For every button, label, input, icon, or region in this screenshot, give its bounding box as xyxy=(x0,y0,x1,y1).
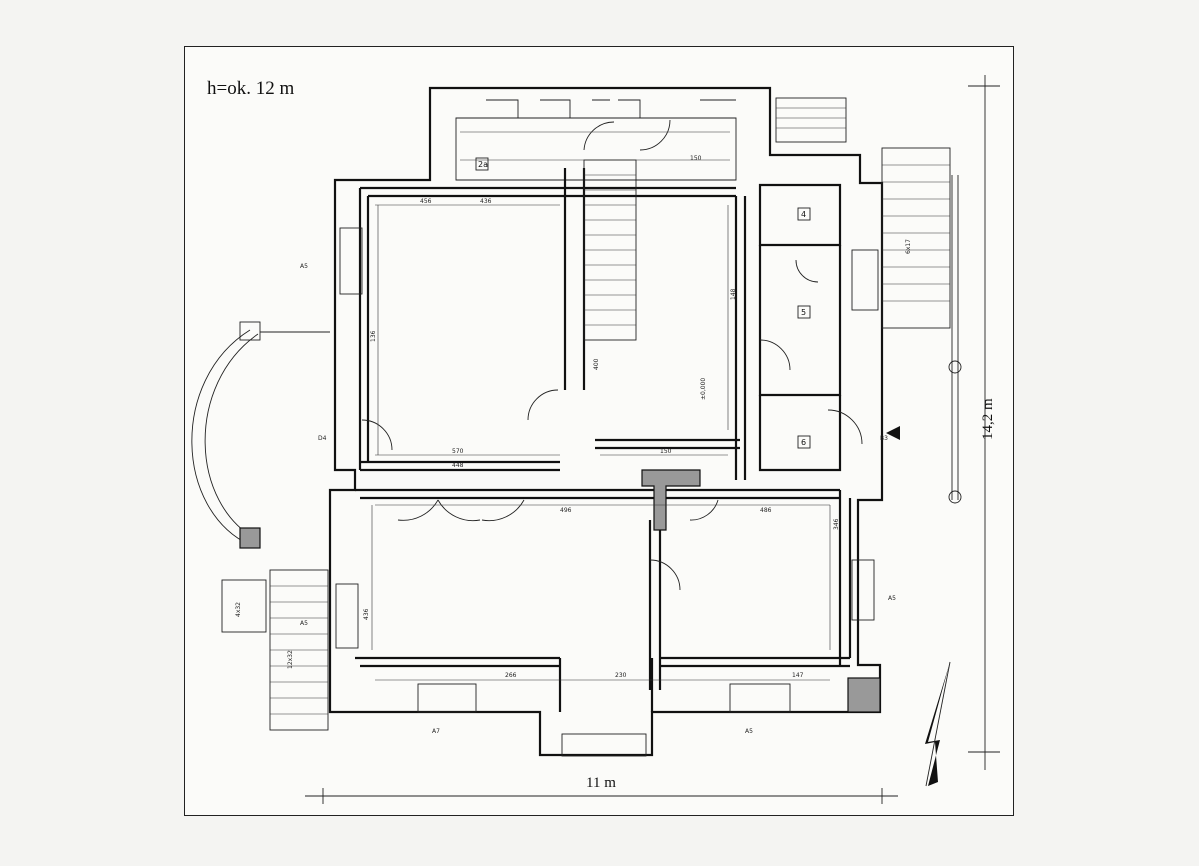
height-note: h=ok. 12 m xyxy=(207,78,295,99)
svg-text:B3: B3 xyxy=(880,435,888,442)
svg-text:400: 400 xyxy=(593,358,600,370)
svg-text:456: 456 xyxy=(420,198,432,205)
svg-text:436: 436 xyxy=(363,608,370,620)
svg-text:570: 570 xyxy=(452,448,464,455)
svg-text:A5: A5 xyxy=(745,728,753,735)
width-dimension-label: 11 m xyxy=(586,775,616,791)
inner-dimension-chains xyxy=(371,131,831,681)
svg-text:148: 148 xyxy=(730,288,737,300)
svg-text:136: 136 xyxy=(370,330,377,342)
svg-text:346: 346 xyxy=(833,518,840,530)
right-stair xyxy=(881,147,962,504)
svg-text:±0,000: ±0,000 xyxy=(700,378,707,400)
svg-text:5: 5 xyxy=(801,308,806,317)
svg-text:A5: A5 xyxy=(300,620,308,627)
svg-text:A5: A5 xyxy=(888,595,896,602)
svg-text:150: 150 xyxy=(690,155,702,162)
svg-text:4x32: 4x32 xyxy=(235,602,242,617)
svg-text:4: 4 xyxy=(801,210,806,219)
chimneys xyxy=(641,469,881,713)
annotation-labels: A5 A5 A5 A7 A5 B3 D4 4x32 12x32 6x17 ±0,… xyxy=(235,239,912,735)
svg-text:496: 496 xyxy=(560,507,572,514)
svg-text:448: 448 xyxy=(452,462,464,469)
svg-text:A5: A5 xyxy=(300,263,308,270)
terrace-arc xyxy=(191,321,330,549)
svg-text:266: 266 xyxy=(505,672,517,679)
top-stair xyxy=(775,97,847,143)
window-bays xyxy=(335,227,879,757)
dimension-lines xyxy=(305,75,1000,804)
room-numbers: 2a 4 5 6 xyxy=(475,157,811,449)
svg-text:486: 486 xyxy=(760,507,772,514)
doors xyxy=(361,119,863,591)
interior-walls xyxy=(355,168,852,712)
svg-text:436: 436 xyxy=(480,198,492,205)
svg-text:6: 6 xyxy=(801,438,806,447)
north-arrow-icon xyxy=(925,661,951,787)
svg-text:150: 150 xyxy=(660,448,672,455)
dimension-numbers: 456 436 136 570 448 496 486 266 230 147 … xyxy=(363,155,840,679)
svg-text:230: 230 xyxy=(615,672,627,679)
svg-text:A7: A7 xyxy=(432,728,440,735)
svg-text:6x17: 6x17 xyxy=(905,239,912,254)
entrance-arrow-icon xyxy=(886,426,900,440)
svg-text:2a: 2a xyxy=(478,160,488,169)
left-stair xyxy=(221,569,329,731)
svg-text:147: 147 xyxy=(792,672,804,679)
svg-text:D4: D4 xyxy=(318,435,327,442)
svg-text:12x32: 12x32 xyxy=(287,650,294,669)
